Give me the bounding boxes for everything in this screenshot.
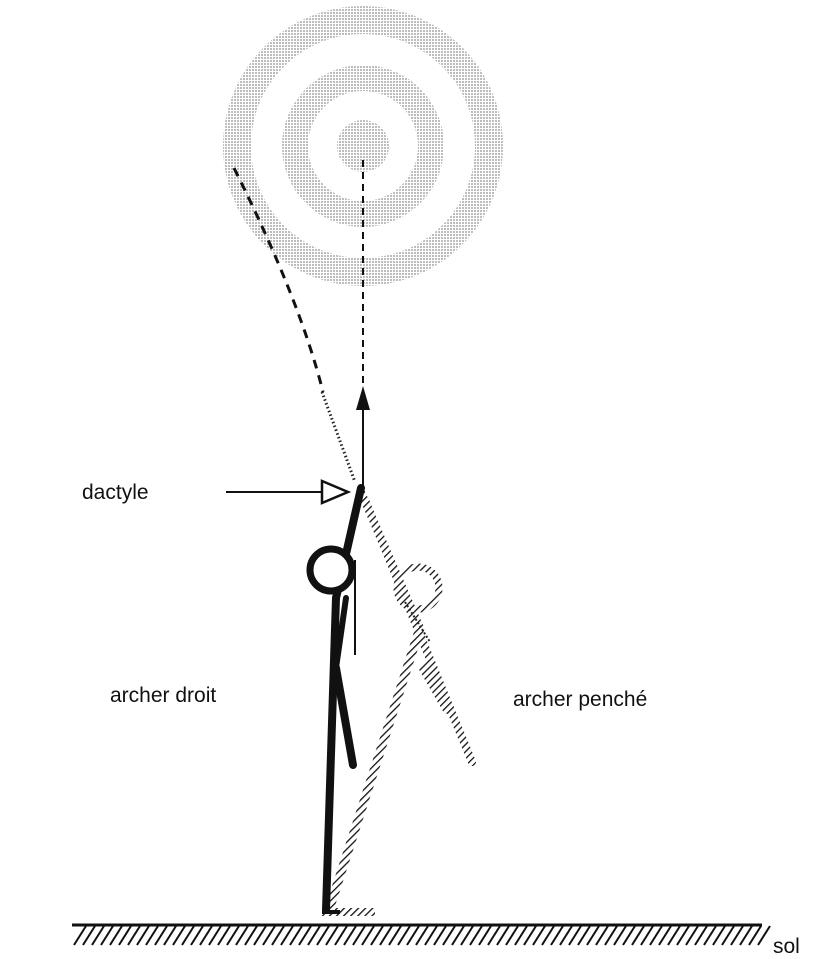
ground-hatching <box>74 926 770 945</box>
leaning-body <box>329 628 420 910</box>
label-archer-leaning: archer penché <box>513 688 647 711</box>
upright-head <box>310 549 352 591</box>
leaning-drawing-arm <box>365 500 472 762</box>
upright-arm-lower <box>336 668 353 765</box>
trajectory-leaning-dotted <box>322 392 355 482</box>
dactyle-pointer <box>226 481 348 503</box>
ground <box>72 925 770 945</box>
label-archer-upright: archer droit <box>110 684 216 707</box>
label-ground: sol <box>773 935 800 958</box>
arrow-upright-head <box>356 386 370 410</box>
label-dactyle: dactyle <box>82 481 149 504</box>
dactyle-arrow-head <box>322 481 348 503</box>
upright-body <box>326 598 336 910</box>
